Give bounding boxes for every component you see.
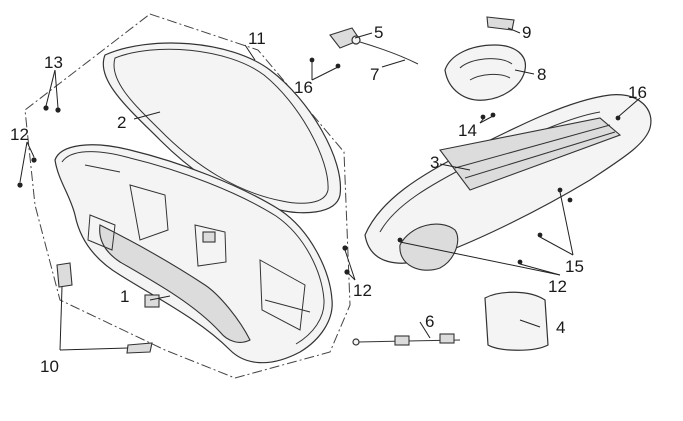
clip-part-1 [144,294,160,308]
callout-12-right: 12 [548,277,567,296]
pad-part-10-lower [126,342,153,354]
pad-part-10-upper [56,262,73,288]
callout-5: 5 [374,23,383,42]
handle-9 [486,16,515,31]
callout-16-right: 16 [628,83,647,102]
callout-4: 4 [556,318,565,337]
cover-panel-4 [484,291,549,351]
callout-12-mid: 12 [353,281,372,300]
callout-16-left: 16 [294,78,313,97]
callout-11: 11 [248,29,266,48]
callout-12-left: 12 [10,125,29,144]
seat-gasket [102,42,342,214]
callout-8: 8 [537,65,546,84]
callout-2: 2 [117,113,126,132]
screw-group-12-right [397,237,523,265]
callout-3: 3 [430,153,439,172]
leader-lines [19,27,641,351]
rear-rack-8 [444,44,526,101]
screw-group-15 [537,187,573,238]
callout-1: 1 [120,287,129,306]
callout-7: 7 [370,65,379,84]
callout-14: 14 [458,121,477,140]
callout-6: 6 [425,312,434,331]
screw-16-right [615,115,621,121]
screw-group-13 [43,105,61,113]
callout-15: 15 [565,257,584,276]
group-outline-11 [24,13,351,379]
screw-group-12-left [17,157,37,188]
callout-10: 10 [40,357,59,376]
storage-box [54,144,333,364]
cable-6 [352,333,461,346]
seat-lock-5 [329,27,419,65]
callout-9: 9 [522,23,531,42]
callout-13: 13 [44,53,63,72]
rear-body-cover-3 [364,94,652,271]
screw-16-a [309,57,315,63]
